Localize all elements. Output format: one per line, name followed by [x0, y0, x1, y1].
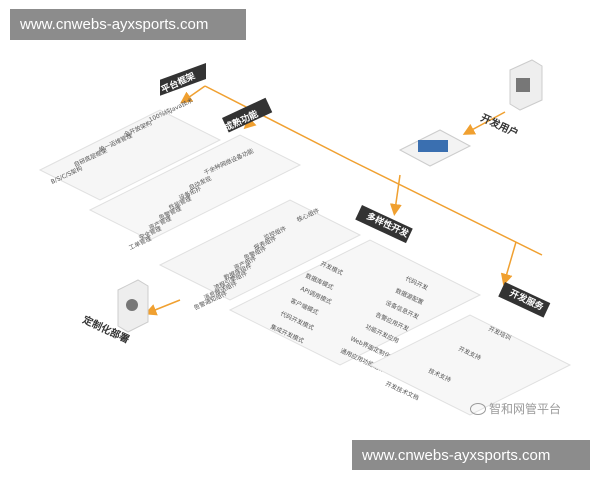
custom-node: 定制化部署 — [81, 279, 149, 346]
arrow-to-custom — [144, 299, 181, 316]
watermark-logo: 智和网管平台 — [470, 400, 561, 417]
brand-node — [398, 129, 472, 167]
banner-bottom-text: www.cnwebs-ayxsports.com — [362, 446, 551, 464]
watermark-banner-top: www.cnwebs-ayxsports.com — [10, 9, 246, 40]
line-right-main — [349, 159, 543, 256]
watermark-banner-bottom: www.cnwebs-ayxsports.com — [352, 440, 590, 470]
mature-tag-bg — [222, 97, 273, 133]
multi-tag-bg — [355, 205, 413, 244]
mature-group: 成熟功能 千余种网络设备功能 自动发现 设备拓扑 性能管理 告警管理 资产管理 … — [88, 97, 302, 252]
connector-lines — [144, 85, 543, 316]
arrow-developer-to-brand — [462, 111, 506, 135]
developer-node: 开发用户 — [479, 59, 543, 140]
server-icon — [516, 78, 530, 92]
brand-logo-icon — [418, 140, 448, 152]
service-tag-bg — [498, 282, 551, 318]
user-icon — [126, 299, 138, 311]
line-top-main — [204, 85, 351, 161]
weibo-icon — [470, 402, 486, 415]
arrow-to-multi — [389, 174, 402, 216]
arrow-to-service — [500, 241, 517, 286]
platform-tag-bg — [160, 63, 206, 96]
service-group: 开发服务 开发培训 开发支持 技术支持 开发技术文档 — [368, 282, 572, 416]
banner-top-text: www.cnwebs-ayxsports.com — [20, 16, 209, 33]
watermark-text: 智和网管平台 — [489, 402, 562, 416]
arrow-to-platform — [180, 85, 206, 104]
